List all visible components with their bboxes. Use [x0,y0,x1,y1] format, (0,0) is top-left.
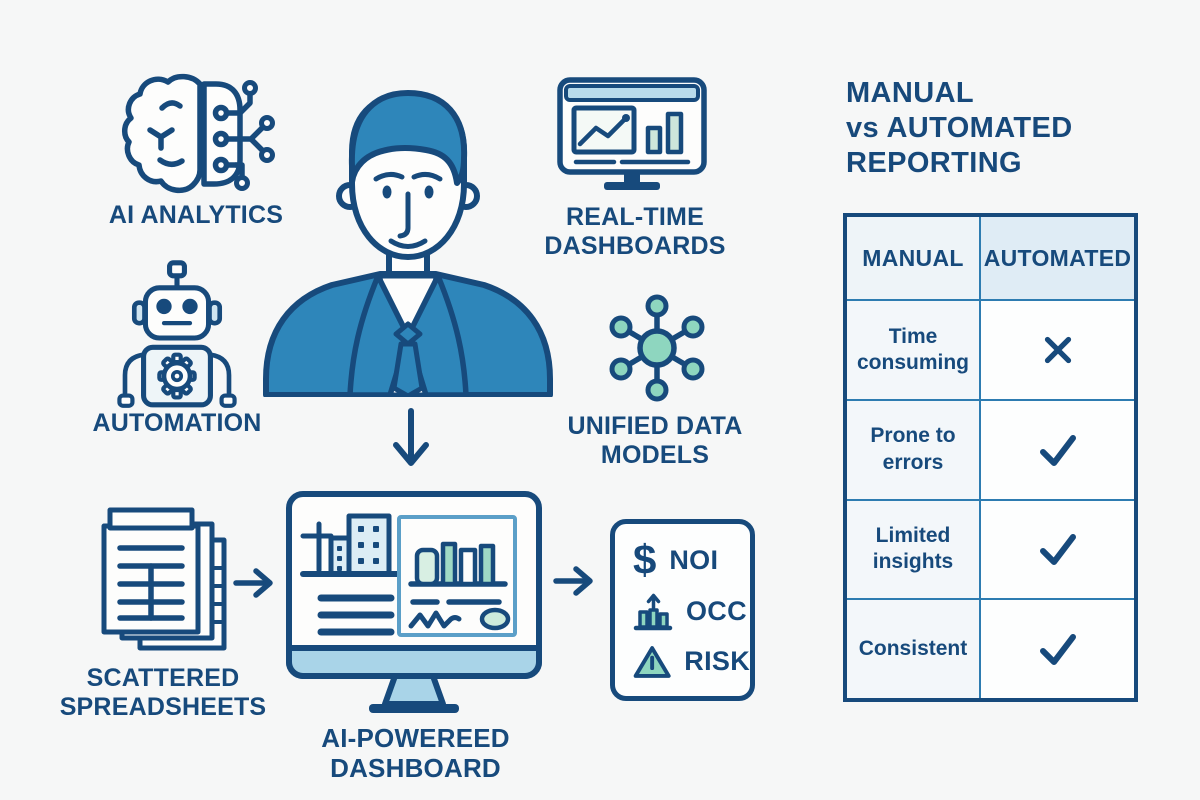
kpi-label: OCC [686,596,747,627]
right-arrow-icon [553,566,593,596]
ai-analytics-label: AI ANALYTICS [108,201,284,229]
dashboard-monitor-icon [557,77,707,190]
table-row-mark [981,600,1134,698]
stacked-spreadsheets-icon [101,507,227,651]
robot-icon [117,260,237,408]
ai-dashboard-monitor-icon [286,491,542,713]
kpi-row-risk: RISK [633,643,750,681]
comparison-table: MANUAL AUTOMATED Time consuming Prone to… [843,213,1138,702]
real-time-dashboards-label: REAL-TIME DASHBOARDS [544,203,726,260]
check-icon [1039,634,1076,666]
column-header-automated: AUTOMATED [981,217,1134,299]
ai-dashboard-label: AI-POWEREED DASHBOARD [321,723,510,783]
gear-icon [157,352,197,400]
down-arrow-icon [393,408,429,466]
table-row-mark [981,400,1134,499]
column-header-manual: MANUAL [847,217,979,299]
cross-icon [1044,336,1071,363]
kpi-row-occ: OCC [633,592,750,632]
right-arrow-icon [233,568,273,598]
occupancy-bars-icon [633,593,673,631]
table-row-label: Prone to errors [847,400,979,499]
unified-data-models-label: UNIFIED DATA MODELS [567,412,743,469]
risk-triangle-icon [633,645,671,678]
kpi-label: NOI [669,544,719,575]
kpi-output-box: $ NOI OCC RISK [610,519,755,701]
data-hub-icon [609,294,705,402]
table-row-mark [981,500,1134,599]
kpi-row-noi: $ NOI [633,539,750,581]
page-title: MANUAL vs AUTOMATED REPORTING [846,77,1073,179]
businessman-illustration [263,90,553,397]
kpi-label: RISK [684,646,750,677]
table-row-mark [981,301,1134,399]
table-row-label: Time consuming [847,301,979,399]
scattered-spreadsheets-label: SCATTERED SPREADSHEETS [59,664,267,721]
automation-label: AUTOMATION [92,409,262,437]
table-row-label: Limited insights [847,500,979,599]
table-row-label: Consistent [847,600,979,698]
brain-circuit-icon [122,73,275,194]
check-icon [1039,534,1076,566]
check-icon [1039,434,1076,466]
dollar-icon: $ [633,536,657,584]
